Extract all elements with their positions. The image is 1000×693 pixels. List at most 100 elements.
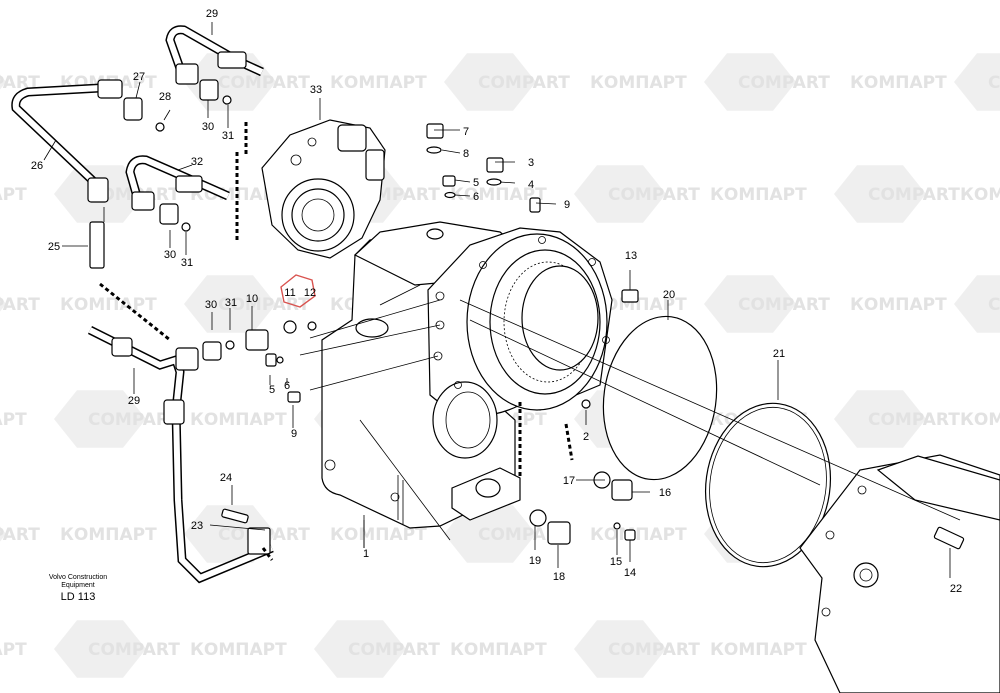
callout-8: 8 (463, 148, 469, 160)
callout-29: 29 (206, 8, 218, 20)
callout-31: 31 (222, 130, 234, 142)
watermark-text: КОМПАРТ (60, 295, 157, 315)
watermark-text: COMPART (88, 410, 180, 430)
watermark-text: КОМПАРТ (0, 640, 27, 660)
callout-3: 3 (528, 157, 534, 169)
callout-30: 30 (202, 121, 214, 133)
callout-6-lower: 6 (284, 380, 290, 392)
drawing (11, 22, 1000, 693)
watermark-logo-icon (314, 620, 406, 678)
watermark-logo-icon (834, 165, 926, 223)
watermark-text: КОМПАРТ (960, 410, 1000, 430)
watermark-text: COMPART (478, 73, 570, 93)
callout-16: 16 (659, 487, 671, 499)
watermark-logo-icon (0, 296, 6, 312)
caption-maker-2: Equipment (61, 582, 95, 589)
watermark-logo-icon (704, 275, 796, 333)
fitting-27 (123, 97, 143, 121)
callout-28: 28 (159, 91, 171, 103)
watermark-logo-icon (834, 390, 926, 448)
callout-30-lower: 30 (205, 299, 217, 311)
watermark-text: COMPART (988, 73, 1000, 93)
callout-31-lower: 31 (225, 297, 237, 309)
callout-6: 6 (473, 191, 479, 203)
callout-31-mid: 31 (181, 257, 193, 269)
watermark-logo-icon (0, 526, 6, 542)
callout-32: 32 (191, 156, 203, 168)
watermark-logo-icon (54, 620, 146, 678)
callout-13: 13 (625, 250, 637, 262)
caption-code: LD 113 (61, 591, 96, 603)
watermark-text: COMPART (868, 410, 960, 430)
callout-9-lower: 9 (291, 428, 297, 440)
cover-plate (799, 454, 1000, 693)
watermark-text: КОМПАРТ (60, 525, 157, 545)
watermark-logo-icon (444, 505, 536, 563)
watermark-text: КОМПАРТ (710, 185, 807, 205)
callout-22: 22 (950, 583, 962, 595)
fitting-25 (89, 221, 105, 269)
callout-9: 9 (564, 199, 570, 211)
callout-4: 4 (528, 179, 534, 191)
seal-ring-21 (704, 402, 832, 568)
watermark-text: КОМПАРТ (850, 295, 947, 315)
fitting-10 (245, 329, 269, 351)
callout-11: 11 (284, 287, 295, 299)
watermark-logo-icon (54, 390, 146, 448)
callout-33: 33 (310, 84, 322, 96)
callout-25: 25 (48, 241, 60, 253)
callout-14: 14 (624, 567, 636, 579)
watermark-text: COMPART (0, 525, 40, 545)
highlight-hexagon (280, 274, 316, 308)
watermark-text: COMPART (988, 295, 1000, 315)
watermark-text: COMPART (0, 295, 40, 315)
bolt-24 (221, 508, 249, 524)
caption: Volvo Construction Equipment LD 113 (49, 574, 107, 603)
callout-23: 23 (191, 520, 203, 532)
callout-5-lower: 5 (269, 384, 275, 396)
watermark-text: КОМПАРТ (0, 410, 27, 430)
watermark-text: КОМПАРТ (190, 410, 287, 430)
watermark-text: COMPART (868, 185, 960, 205)
watermark-text: COMPART (348, 640, 440, 660)
watermark-text: КОМПАРТ (590, 295, 687, 315)
watermark-text: КОМПАРТ (960, 185, 1000, 205)
watermark-logo-icon (574, 165, 666, 223)
watermark-text: COMPART (218, 295, 310, 315)
watermark-text: КОМПАРТ (850, 73, 947, 93)
watermark-text: COMPART (738, 73, 830, 93)
callout-5: 5 (473, 177, 479, 189)
watermark-text: КОМПАРТ (330, 73, 427, 93)
callout-2: 2 (583, 431, 589, 443)
callout-27: 27 (133, 71, 145, 83)
watermark-logo-icon (444, 53, 536, 111)
callout-7: 7 (463, 126, 469, 138)
transmission-housing (321, 221, 613, 529)
plug-16 (611, 479, 633, 501)
callout-29-lower: 29 (128, 395, 140, 407)
watermark-text: КОМПАРТ (590, 73, 687, 93)
watermark-logo-icon (954, 53, 1000, 111)
watermark-text: КОМПАРТ (710, 640, 807, 660)
callout-30-mid: 30 (164, 249, 176, 261)
callout-17: 17 (563, 475, 575, 487)
pipe-26-fitting (87, 177, 109, 203)
callout-19: 19 (529, 555, 541, 567)
caption-maker-1: Volvo Construction (49, 574, 107, 581)
watermark-text: КОМПАРТ (330, 525, 427, 545)
watermark-text: COMPART (218, 73, 310, 93)
pump-assembly (261, 119, 386, 259)
watermark-logo-icon (704, 53, 796, 111)
watermark-text: КОМПАРТ (190, 640, 287, 660)
watermark-text: КОМПАРТ (450, 185, 547, 205)
watermark-text: COMPART (608, 185, 700, 205)
watermark-logo-icon (574, 620, 666, 678)
watermark-text: КОМПАРТ (450, 640, 547, 660)
callout-21: 21 (773, 348, 785, 360)
watermark-text: КОМПАРТ (590, 525, 687, 545)
watermark-text: COMPART (738, 295, 830, 315)
callout-26: 26 (31, 160, 43, 172)
plug-18 (547, 521, 571, 545)
